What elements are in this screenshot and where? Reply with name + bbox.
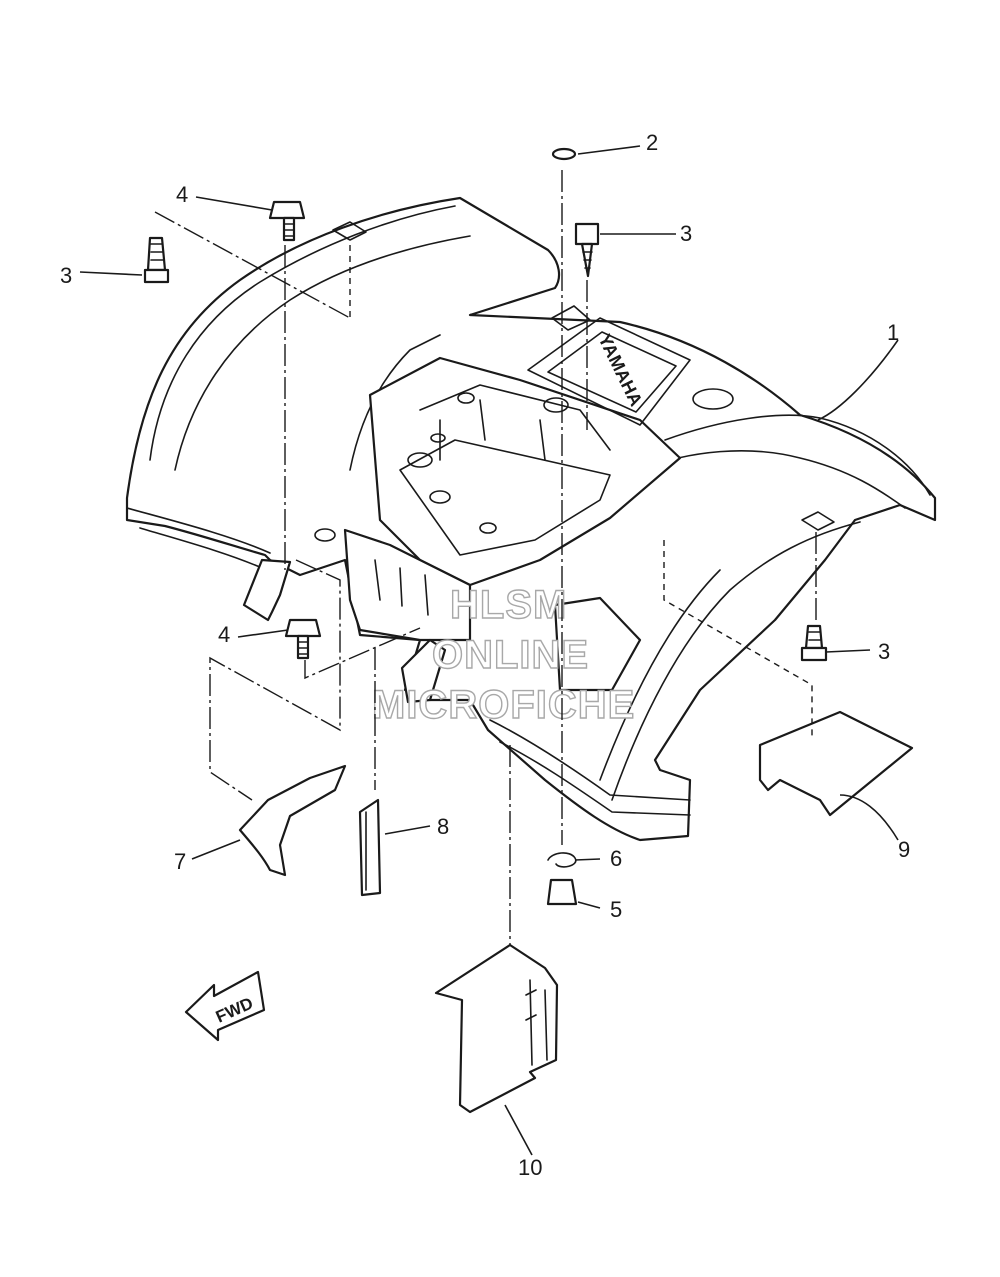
fwd-arrow: FWD [184,970,266,1042]
bolt-middle [284,618,322,660]
callout-4-top: 4 [176,182,188,207]
screw-top [574,222,600,278]
clip-part [547,852,577,868]
bolt-top [268,200,306,242]
callout-3-left: 3 [60,263,72,288]
rear-fender: YAMAHA [125,196,937,842]
screw-left [143,236,170,284]
screw-right [800,624,828,662]
callout-5: 5 [610,897,622,922]
callout-4-middle: 4 [218,622,230,647]
callout-2: 2 [646,130,658,155]
callout-3-right: 3 [878,639,890,664]
callout-8: 8 [437,814,449,839]
nut-part [546,878,578,906]
callout-3-top: 3 [680,221,692,246]
callout-6: 6 [610,846,622,871]
watermark-line2: ONLINE [432,633,589,677]
watermark-line1: HLSM [450,583,567,627]
callout-1: 1 [887,320,899,345]
watermark-line3: MICROFICHE [372,683,635,727]
callout-9: 9 [898,837,910,862]
callout-10: 10 [518,1155,542,1180]
cover-left [238,764,347,877]
plate-part [358,798,382,897]
callout-7: 7 [174,849,186,874]
cap-part [551,147,577,161]
flap-bottom [434,943,559,1114]
flap-right [758,710,914,817]
